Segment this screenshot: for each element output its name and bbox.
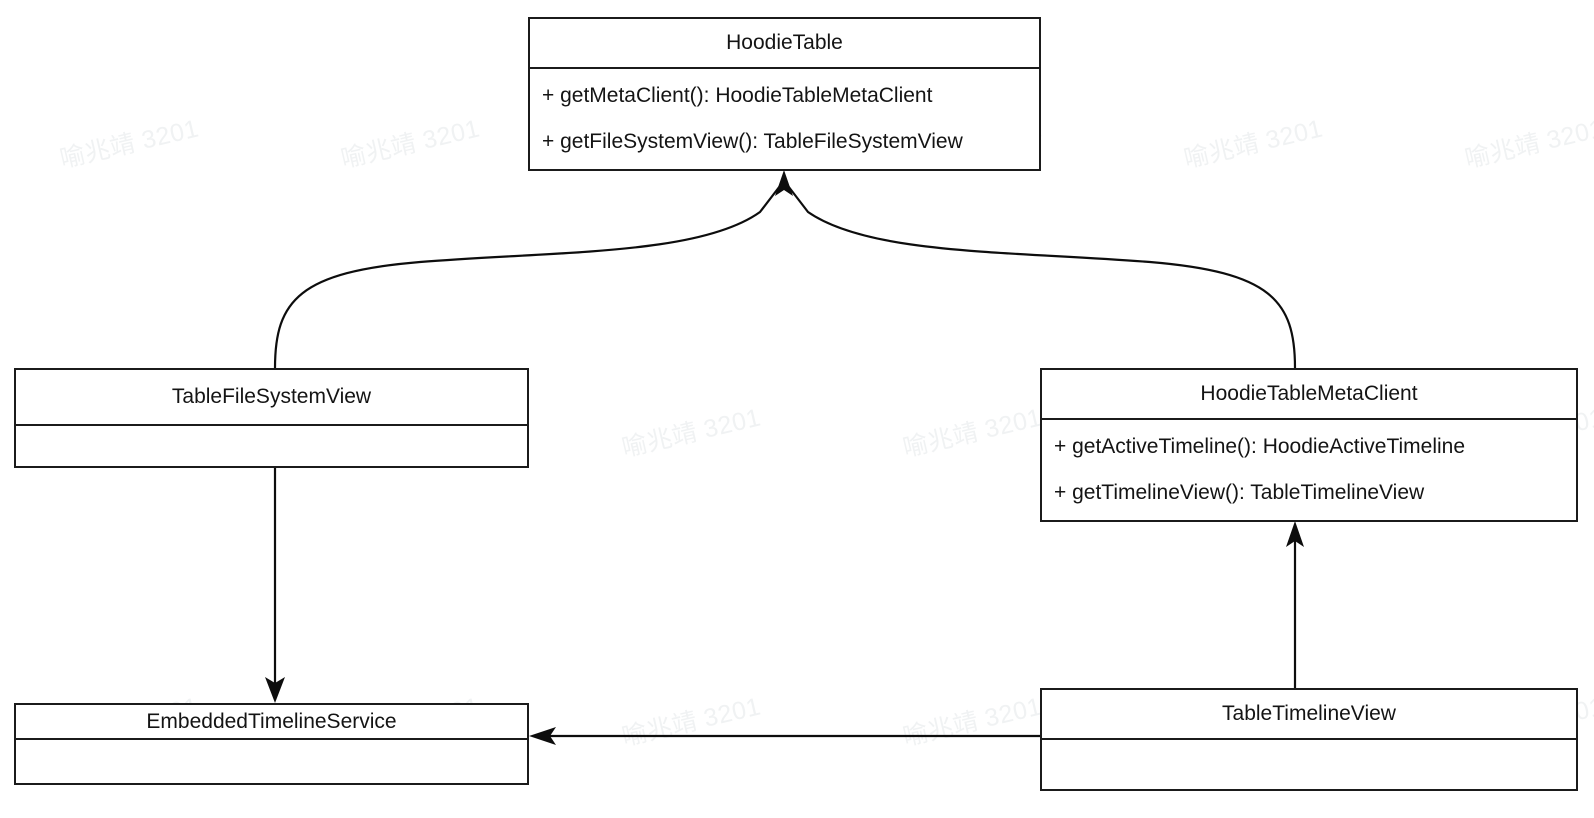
- class-name-embedded-timeline-service: EmbeddedTimelineService: [146, 709, 397, 733]
- class-members-table-timeline-view: [1042, 740, 1576, 789]
- class-box-table-file-system-view[interactable]: TableFileSystemView: [14, 368, 529, 468]
- arrowhead-into-embeddedtimelineservice-top: [265, 677, 285, 703]
- watermark-text: 喻兆靖 3201: [900, 692, 1045, 752]
- watermark-text: 喻兆靖 3201: [900, 403, 1045, 463]
- class-member: + getFileSystemView(): TableFileSystemVi…: [542, 130, 963, 154]
- class-divider: [16, 424, 527, 426]
- class-name-hoodie-table: HoodieTable: [726, 31, 843, 54]
- connector-hoodietablemetaclient-to-hoodietable: [784, 181, 1297, 369]
- watermark-text: 喻兆靖 3201: [1462, 114, 1594, 174]
- class-members-hoodie-table: + getMetaClient(): HoodieTableMetaClient…: [530, 69, 1039, 169]
- class-divider: [1042, 738, 1576, 740]
- class-members-table-file-system-view: [16, 426, 527, 466]
- class-name-table-timeline-view: TableTimelineView: [1222, 702, 1396, 725]
- class-name-hoodie-table-meta-client: HoodieTableMetaClient: [1200, 382, 1418, 405]
- watermark-text: 喻兆靖 3201: [57, 114, 202, 174]
- class-member: + getMetaClient(): HoodieTableMetaClient: [542, 84, 933, 108]
- class-member: + getActiveTimeline(): HoodieActiveTimel…: [1054, 435, 1466, 459]
- class-members-embedded-timeline-service: [16, 740, 527, 783]
- class-member: + getTimelineView(): TableTimelineView: [1054, 481, 1425, 505]
- watermark-text: 喻兆靖 3201: [1181, 114, 1326, 174]
- connector-tablefilesystemview-to-hoodietable: [273, 181, 784, 369]
- class-members-hoodie-table-meta-client: + getActiveTimeline(): HoodieActiveTimel…: [1042, 420, 1576, 520]
- class-box-table-timeline-view[interactable]: TableTimelineView: [1040, 688, 1578, 791]
- watermark-text: 喻兆靖 3201: [338, 114, 483, 174]
- watermark-text: 喻兆靖 3201: [619, 403, 764, 463]
- class-name-table-file-system-view: TableFileSystemView: [171, 385, 372, 408]
- class-divider: [530, 67, 1039, 69]
- class-box-hoodie-table[interactable]: HoodieTable + getMetaClient(): HoodieTab…: [528, 17, 1041, 171]
- watermark-text: 喻兆靖 3201: [619, 692, 764, 752]
- arrowhead-into-hoodietablemetaclient-bottom: [1286, 521, 1304, 547]
- class-box-embedded-timeline-service[interactable]: EmbeddedTimelineService: [14, 703, 529, 785]
- class-divider: [16, 738, 527, 740]
- class-divider: [1042, 418, 1576, 420]
- class-box-hoodie-table-meta-client[interactable]: HoodieTableMetaClient + getActiveTimelin…: [1040, 368, 1578, 522]
- arrowhead-into-hoodietable: [775, 170, 793, 196]
- arrowhead-into-embeddedtimelineservice-right: [529, 727, 556, 745]
